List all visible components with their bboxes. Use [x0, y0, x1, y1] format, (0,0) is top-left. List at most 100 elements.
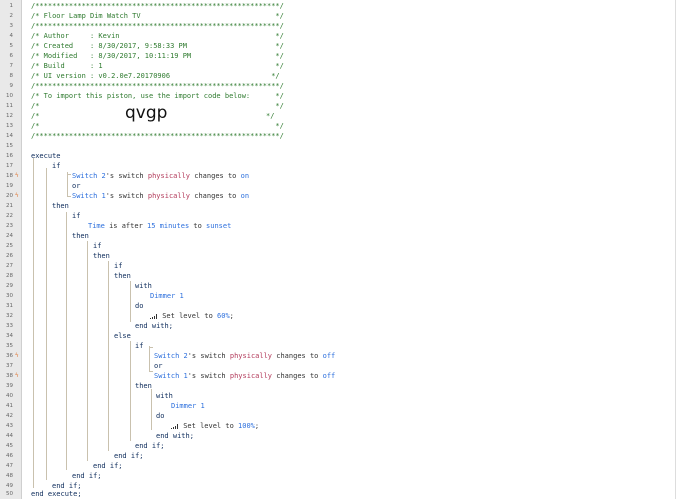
physically-text: physically: [147, 172, 191, 180]
physically-text: physically: [229, 352, 273, 360]
block-guide-with-1: [130, 281, 131, 322]
line-number: 36: [6, 353, 13, 359]
code-line: 13 /* */: [0, 121, 676, 131]
code-line: 40 with: [0, 391, 676, 401]
code-line: 9 /*************************************…: [0, 81, 676, 91]
keyword-or[interactable]: or: [154, 362, 163, 370]
code-line: 30 Dimmer 1: [0, 291, 676, 301]
code-line: 14 /************************************…: [0, 131, 676, 141]
line-number: 6: [9, 53, 14, 59]
code-line: 4 /* Author : Kevin */: [0, 31, 676, 41]
keyword-if[interactable]: if: [135, 342, 144, 350]
code-line: 41 Dimmer 1: [0, 401, 676, 411]
keyword-if[interactable]: if: [52, 162, 61, 170]
keyword-then: then: [52, 202, 69, 210]
line-number: 20: [6, 193, 13, 199]
keyword-with[interactable]: with: [135, 282, 152, 290]
task-set-level[interactable]: Set level to 100%;: [171, 421, 259, 431]
keyword-if[interactable]: if: [72, 212, 81, 220]
condition-statement[interactable]: Time is after 15 minutes to sunset: [88, 221, 231, 231]
line-number: 5: [9, 43, 14, 49]
keyword-if[interactable]: if: [114, 262, 123, 270]
code-line: 35 if: [0, 341, 676, 351]
device-name[interactable]: Dimmer 1: [150, 292, 184, 300]
condition-statement[interactable]: Switch 2's switch physically changes to …: [72, 171, 249, 181]
code-line: 29 with: [0, 281, 676, 291]
code-line: 31 do: [0, 301, 676, 311]
code-line: 6 /* Modified : 8/30/2017, 10:11:19 PM *…: [0, 51, 676, 61]
keyword-end-if: end if;: [135, 442, 165, 450]
comment-text: /* Created : 8/30/2017, 9:58:33 PM */: [31, 42, 284, 50]
condition-statement[interactable]: Switch 1's switch physically changes to …: [72, 191, 249, 201]
comment-text: /* */: [31, 102, 284, 110]
code-line: 42 do: [0, 411, 676, 421]
time-text: Time: [88, 222, 105, 230]
keyword-then: then: [114, 272, 131, 280]
condition-text: changes to: [190, 172, 241, 180]
comment-text: /* UI version : v0.2.0e7.20170906 */: [31, 72, 280, 80]
keyword-end-with: end with;: [156, 432, 194, 440]
condition-text: changes to: [272, 372, 323, 380]
line-number: 29: [6, 283, 13, 289]
condition-statement[interactable]: Switch 1's switch physically changes to …: [154, 371, 335, 381]
device-name[interactable]: Dimmer 1: [171, 402, 205, 410]
line-number: 50: [6, 491, 13, 497]
line-number: 9: [9, 83, 14, 89]
line-number: 2: [9, 13, 14, 19]
line-number: 46: [6, 453, 13, 459]
code-line: 46 end if;: [0, 451, 676, 461]
keyword-with[interactable]: with: [156, 392, 173, 400]
line-number: 38: [6, 373, 13, 379]
value-text: 15 minutes: [147, 222, 190, 230]
code-line: 22 if: [0, 211, 676, 221]
value-text: on: [240, 172, 250, 180]
device-name: Switch 2: [72, 172, 106, 180]
code-line: 49 end if;: [0, 481, 676, 491]
value-text: 60%: [217, 312, 230, 320]
line-number: 4: [9, 33, 14, 39]
comment-text: /***************************************…: [31, 82, 284, 90]
comment-text: /* Modified : 8/30/2017, 10:11:19 PM */: [31, 52, 284, 60]
lightning-icon: ϟ: [15, 352, 19, 359]
line-number: 7: [9, 63, 14, 69]
line-number: 39: [6, 383, 13, 389]
comment-text: /* Floor Lamp Dim Watch TV */: [31, 12, 284, 20]
line-number: 1: [9, 3, 14, 9]
keyword-end-if: end if;: [72, 472, 102, 480]
value-text: off: [322, 372, 336, 380]
code-line: 19 or: [0, 181, 676, 191]
keyword-or[interactable]: or: [72, 182, 81, 190]
bracket-tick: [67, 174, 71, 175]
line-number: 21: [6, 203, 13, 209]
line-number: 42: [6, 413, 13, 419]
code-line: 18 ϟ Switch 2's switch physically change…: [0, 171, 676, 181]
code-line: 1 /*************************************…: [0, 1, 676, 11]
bracket-tick: [149, 347, 153, 348]
keyword-do: do: [156, 412, 165, 420]
task-text: ;: [229, 312, 234, 320]
line-number: 47: [6, 463, 13, 469]
code-line: 21 then: [0, 201, 676, 211]
line-number: 40: [6, 393, 13, 399]
code-line: 38 ϟ Switch 1's switch physically change…: [0, 371, 676, 381]
task-set-level[interactable]: Set level to 60%;: [150, 311, 234, 321]
line-number: 25: [6, 243, 13, 249]
line-number: 27: [6, 263, 13, 269]
code-line: 12 /* qvgp */: [0, 105, 676, 122]
line-number: 10: [6, 93, 13, 99]
keyword-if[interactable]: if: [93, 242, 102, 250]
code-line: 3 /*************************************…: [0, 21, 676, 31]
block-guide-if-1: [46, 168, 47, 480]
code-line: 45 end if;: [0, 441, 676, 451]
condition-statement[interactable]: Switch 2's switch physically changes to …: [154, 351, 335, 361]
line-number: 35: [6, 343, 13, 349]
line-number: 14: [6, 133, 13, 139]
physically-text: physically: [229, 372, 273, 380]
code-line: 17 if: [0, 161, 676, 171]
code-line: 25 if: [0, 241, 676, 251]
code-line: 44 end with;: [0, 431, 676, 441]
condition-text: 's switch: [187, 372, 230, 380]
import-code[interactable]: qvgp: [125, 103, 168, 123]
code-line: 36 ϟ Switch 2's switch physically change…: [0, 351, 676, 361]
condition-text: 's switch: [105, 172, 148, 180]
